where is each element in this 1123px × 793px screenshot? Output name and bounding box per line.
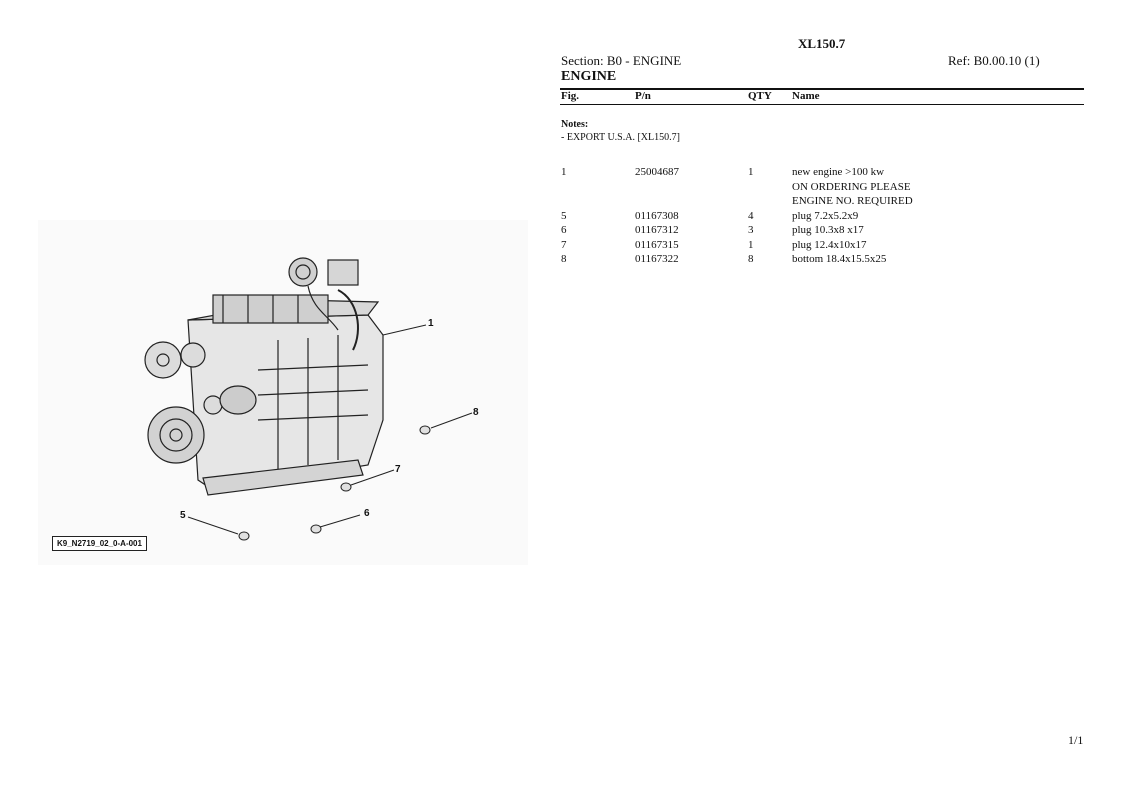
reference-label: Ref: B0.00.10 (1) [948, 53, 1040, 68]
section-label: Section: B0 - ENGINE [561, 53, 682, 68]
cell-name: plug 10.3x8 x17 [792, 224, 864, 236]
callout-5: 5 [180, 510, 186, 521]
cell-name: new engine >100 kw ON ORDERING PLEASE EN… [792, 165, 913, 209]
page-number: 1/1 [1068, 733, 1084, 747]
page-heading: ENGINE [561, 69, 617, 84]
column-header-name: Name [792, 90, 820, 102]
table-row: 1 25004687 1 new engine >100 kw ON ORDER… [561, 165, 1085, 209]
model-title: XL150.7 [798, 36, 846, 51]
cell-qty: 1 [748, 238, 754, 251]
cell-name: plug 7.2x5.2x9 [792, 209, 859, 222]
note-item: - EXPORT U.S.A. [XL150.7] [561, 132, 680, 143]
cell-part-number: 25004687 [635, 166, 679, 178]
diagram-caption: K9_N2719_02_0-A-001 [52, 536, 147, 551]
cell-qty: 3 [748, 224, 754, 236]
cell-name: bottom 18.4x15.5x25 [792, 253, 887, 265]
column-header-fig: Fig. [561, 90, 580, 102]
cell-name: plug 12.4x10x17 [792, 238, 867, 251]
cell-name-line: new engine >100 kw [792, 166, 885, 178]
cell-name-line: ENGINE NO. REQUIRED [792, 195, 913, 207]
cell-name-line: ON ORDERING PLEASE [792, 180, 911, 193]
cell-part-number: 01167315 [635, 238, 679, 251]
cell-part-number: 01167308 [635, 209, 679, 222]
table-row: 6 01167312 3 plug 10.3x8 x17 [561, 223, 1085, 238]
notes-label: Notes: [561, 119, 589, 130]
table-header-rule [560, 104, 1084, 105]
cell-fig: 1 [561, 166, 567, 178]
cell-fig: 7 [561, 238, 567, 251]
engine-illustration [144, 257, 473, 541]
cell-qty: 4 [748, 209, 754, 222]
cell-qty: 8 [748, 253, 754, 265]
cell-part-number: 01167312 [635, 224, 679, 236]
callout-7: 7 [395, 464, 401, 475]
callout-8: 8 [473, 407, 479, 418]
callout-1: 1 [428, 318, 434, 329]
table-row: 5 01167308 4 plug 7.2x5.2x9 [561, 209, 1085, 224]
parts-diagram: 1 8 7 5 6 K9_N2719_02_0-A-001 [38, 220, 528, 565]
column-header-qty: QTY [748, 90, 772, 102]
table-row: 8 01167322 8 bottom 18.4x15.5x25 [561, 252, 1085, 267]
parts-table: 1 25004687 1 new engine >100 kw ON ORDER… [561, 165, 1085, 267]
callout-6: 6 [364, 508, 370, 519]
column-header-pn: P/n [635, 90, 651, 102]
cell-fig: 6 [561, 224, 567, 236]
table-top-rule [560, 88, 1084, 90]
cell-fig: 5 [561, 209, 567, 222]
cell-fig: 8 [561, 253, 567, 265]
table-row: 7 01167315 1 plug 12.4x10x17 [561, 238, 1085, 253]
cell-part-number: 01167322 [635, 253, 679, 265]
cell-qty: 1 [748, 166, 754, 178]
